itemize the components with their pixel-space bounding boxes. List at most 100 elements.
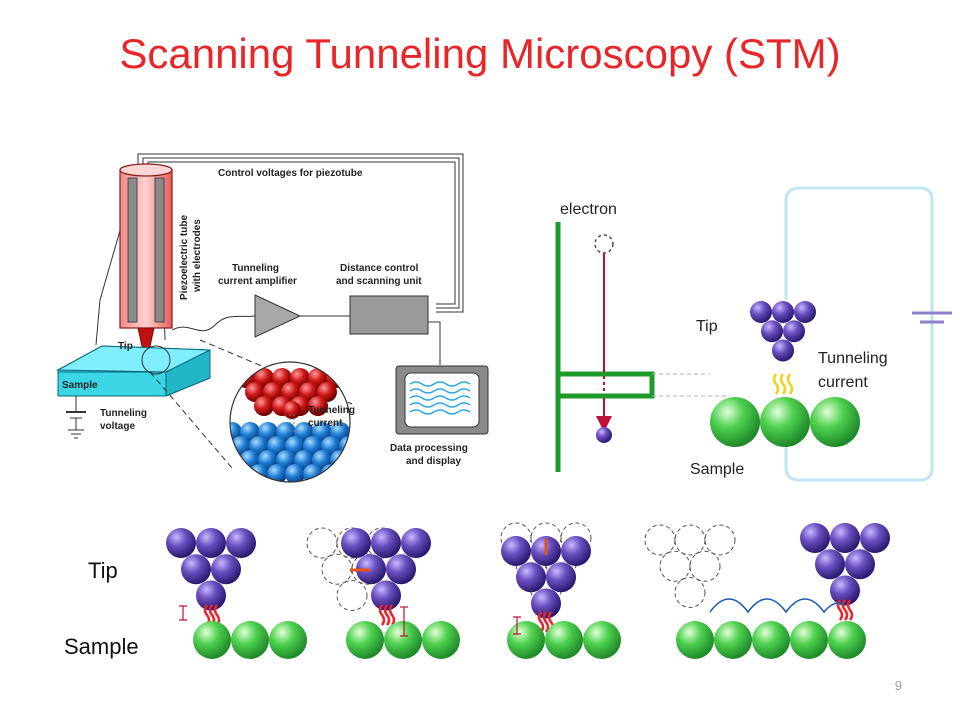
zoom-current-label-1: Tunneling <box>308 405 355 416</box>
tip-atom <box>546 562 576 593</box>
tip-atom <box>674 577 706 608</box>
tip-atom <box>704 524 736 556</box>
tip-atom <box>783 320 805 343</box>
electron-dot <box>596 427 612 443</box>
sample-atom <box>810 397 860 447</box>
tip-atom <box>401 528 431 558</box>
battery-icon <box>912 311 952 324</box>
tip-atom <box>516 562 546 593</box>
tip-atom <box>659 550 691 582</box>
tip-atom <box>196 528 226 558</box>
barrier-diagram <box>555 222 655 472</box>
tip-atom <box>815 549 845 580</box>
tip-atom <box>689 550 721 582</box>
sample-atom <box>545 621 583 659</box>
tip-atom <box>772 301 794 323</box>
tip-atom <box>283 401 301 419</box>
piezo-label-2: with electrodes <box>192 219 203 293</box>
sample-atom <box>760 397 810 447</box>
sample-atom <box>330 450 350 470</box>
tip-atom <box>531 588 561 619</box>
piezo-label-1: Piezoelectric tube <box>179 215 190 300</box>
amplifier-symbol <box>254 294 302 338</box>
sample-atom <box>193 621 231 659</box>
tip-label-right: Tip <box>696 318 718 335</box>
sample-atom <box>384 621 422 659</box>
piezo-tube <box>119 163 173 366</box>
sample-atom <box>790 621 828 659</box>
tip-atom <box>308 396 328 416</box>
sample-atom <box>346 621 384 659</box>
tip-atom <box>644 524 676 556</box>
tunneling-voltage-label-2: voltage <box>100 421 135 432</box>
sample-atom <box>231 621 269 659</box>
tip-atom <box>386 554 416 585</box>
tip-atom <box>830 523 860 553</box>
tip-atom <box>860 523 890 553</box>
sample-atom <box>321 464 341 482</box>
tip-atom <box>750 301 772 323</box>
zoom-atoms <box>230 362 377 482</box>
tip-atom <box>196 580 226 611</box>
right-sample-atoms <box>710 397 860 447</box>
tip-atom <box>800 523 830 553</box>
amp-label-1: Tunneling <box>232 263 279 274</box>
control-voltages-label: Control voltages for piezotube <box>218 168 363 179</box>
tip-atom <box>845 549 875 580</box>
sample-atom <box>710 397 760 447</box>
distance-control-box <box>349 295 429 335</box>
tip-atom <box>830 575 860 606</box>
tip-atom <box>226 528 256 558</box>
data-processing-label-1: Data processing <box>390 443 468 454</box>
sample-atom <box>828 621 866 659</box>
tip-atom <box>356 554 386 585</box>
tip-atom <box>674 524 706 556</box>
sample-atom <box>357 436 377 456</box>
left-schematic: Control voltages for piezotube Piezoelec… <box>56 153 489 483</box>
tip-atom <box>336 580 368 611</box>
electron-ghost <box>594 234 614 254</box>
sample-atom <box>676 621 714 659</box>
tunneling-voltage-label-1: Tunneling <box>100 408 147 419</box>
tip-atom <box>501 536 531 566</box>
sample-label-right: Sample <box>690 461 744 478</box>
current-squiggle <box>378 604 396 626</box>
sample-label-bottom: Sample <box>64 634 139 659</box>
bottom-row: Tip Sample <box>64 522 890 659</box>
slide-title: Scanning Tunneling Microscopy (STM) <box>119 30 841 77</box>
gap-marker <box>179 605 187 621</box>
right-schematic: electron Tip Tunneling current Sample <box>555 186 952 482</box>
voltage-source <box>66 396 86 439</box>
sample-atom <box>231 464 251 482</box>
distance-label-1: Distance control <box>340 263 419 274</box>
right-tip-atoms <box>750 301 816 362</box>
amp-label-2: current amplifier <box>218 276 297 287</box>
sample-atom <box>714 621 752 659</box>
sample-atom <box>339 464 350 482</box>
sample-atom <box>422 621 460 659</box>
tip-atom <box>254 396 274 416</box>
sample-atom <box>348 450 350 470</box>
tip-atom <box>166 528 196 558</box>
tip-atom <box>181 554 211 585</box>
distance-label-2: and scanning unit <box>336 276 422 287</box>
sample-atom <box>348 422 350 442</box>
sample-atom <box>752 621 790 659</box>
page-number: 9 <box>894 678 902 693</box>
tip-atom <box>371 528 401 558</box>
tip-atom <box>321 553 353 585</box>
data-processing-label-2: and display <box>406 456 461 467</box>
stm-tip-cone <box>137 327 155 366</box>
sample-atom <box>507 621 545 659</box>
tip-atom <box>772 339 794 362</box>
tip-atom <box>341 528 371 558</box>
tip-label-bottom: Tip <box>88 558 118 583</box>
display-monitor <box>395 365 489 435</box>
tip-atom <box>794 301 816 323</box>
sample-atom <box>583 621 621 659</box>
tip-atom <box>306 527 338 559</box>
tip-atom <box>211 554 241 585</box>
zoom-current-label-2: current <box>308 418 343 429</box>
tunneling-current-squiggle <box>772 373 794 395</box>
gap-marker <box>513 616 521 635</box>
